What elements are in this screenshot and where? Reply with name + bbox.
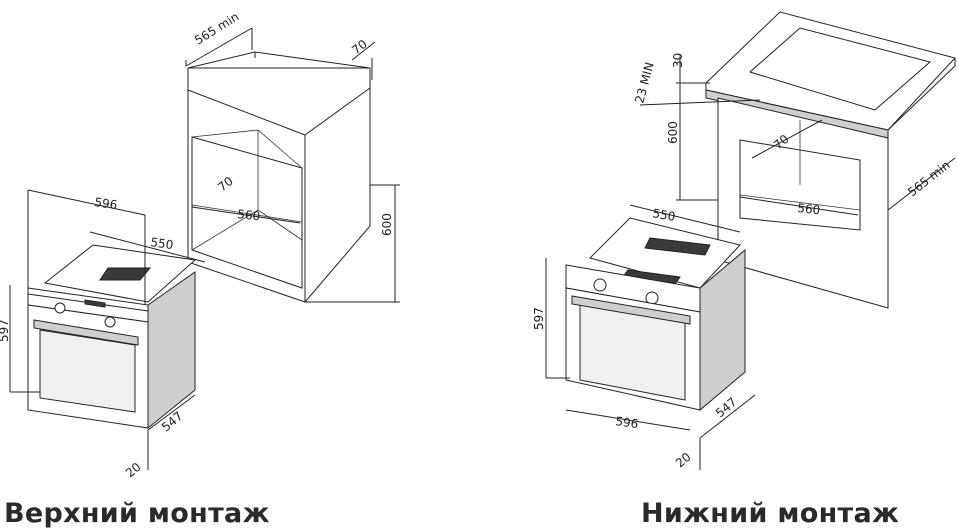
left-oven xyxy=(9,189,206,470)
right-oven xyxy=(545,204,756,470)
caption-top-mount: Верхний монтаж xyxy=(4,498,270,529)
dim-565min-left: 565 min xyxy=(192,10,241,48)
dim-550-right: 550 xyxy=(651,206,676,224)
dim-597-left: 597 xyxy=(0,319,11,342)
dim-30-right: 30 xyxy=(671,53,685,68)
left-cabinet xyxy=(185,27,400,303)
dim-560-right: 560 xyxy=(797,201,821,217)
dim-20-left: 20 xyxy=(123,460,144,481)
caption-bottom-mount: Нижний монтаж xyxy=(641,498,900,529)
dim-20-right: 20 xyxy=(673,450,694,471)
dim-600-right: 600 xyxy=(666,121,680,144)
dim-547-right: 547 xyxy=(713,395,740,420)
dim-560-left: 560 xyxy=(237,207,261,223)
dim-565min-right: 565 min xyxy=(905,158,953,199)
right-cabinet xyxy=(639,11,956,309)
dim-70-top-left: 70 xyxy=(349,37,370,57)
dim-596-left: 596 xyxy=(94,195,119,212)
dim-597-right: 597 xyxy=(532,307,546,330)
dim-550-left: 550 xyxy=(150,235,175,252)
dim-596-right: 596 xyxy=(615,414,640,431)
dim-600-left: 600 xyxy=(380,213,394,236)
dim-23min-right: 23 MIN xyxy=(632,61,656,105)
